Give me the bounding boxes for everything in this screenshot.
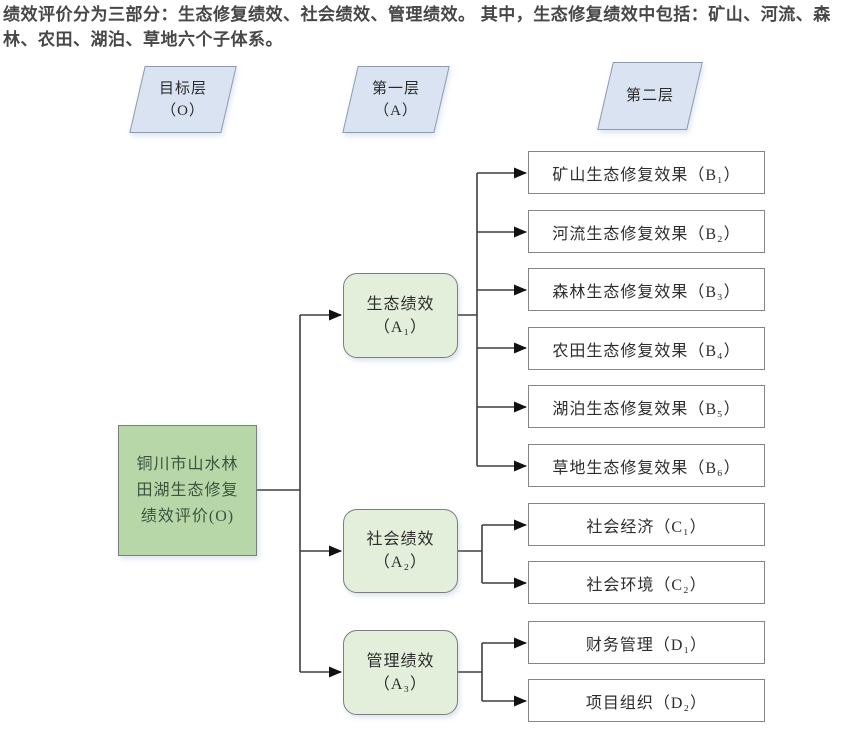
branch-code: （A₃） <box>373 675 428 693</box>
root-line: 田湖生态修复 <box>136 481 239 499</box>
intro-text: 绩效评价分为三部分：生态修复绩效、社会绩效、管理绩效。 其中，生态修复绩效中包括… <box>3 5 831 49</box>
branch-code: （A₁） <box>373 318 428 336</box>
layer-tag-first: 第一层 （A） <box>342 66 450 133</box>
node-A2: 社会绩效 （A₂） <box>343 509 458 593</box>
leaf-D2: 项目组织（D₂） <box>528 679 765 722</box>
leaf-D1: 财务管理（D₁） <box>528 621 765 664</box>
leaf-C1: 社会经济（C₁） <box>528 503 765 546</box>
layer-tag-text: 第一层 （A） <box>350 66 442 133</box>
leaf-B4: 农田生态修复效果（B₄） <box>528 327 765 370</box>
leaf-B2: 河流生态修复效果（B₂） <box>528 210 765 253</box>
leaf-B6: 草地生态修复效果（B₆） <box>528 444 765 487</box>
node-A1: 生态绩效 （A₁） <box>343 273 458 358</box>
root-line: 绩效评价(O) <box>140 507 235 525</box>
branch-title: 社会绩效 <box>366 531 435 548</box>
node-A3: 管理绩效 （A₃） <box>343 630 458 715</box>
layer-tag-text: 第二层 <box>605 62 695 130</box>
root-line: 铜川市山水林 <box>136 455 239 473</box>
layer-tag-second: 第二层 <box>597 62 703 130</box>
leaf-B3: 森林生态修复效果（B₃） <box>528 268 765 311</box>
leaf-B1: 矿山生态修复效果（B₁） <box>528 151 765 194</box>
branch-code: （A₂） <box>373 554 428 571</box>
layer-title: 第二层 <box>625 88 674 104</box>
leaf-B5: 湖泊生态修复效果（B₅） <box>528 385 765 428</box>
branch-title: 管理绩效 <box>366 652 435 670</box>
node-root: 铜川市山水林 田湖生态修复 绩效评价(O) <box>118 425 257 556</box>
layer-title: 目标层 <box>158 80 207 97</box>
layer-code: （A） <box>374 102 418 119</box>
branch-title: 生态绩效 <box>366 295 435 313</box>
layer-title: 第一层 <box>371 80 420 97</box>
leaf-C2: 社会环境（C₂） <box>528 561 765 604</box>
layer-tag-text: 目标层 （O） <box>137 66 229 133</box>
layer-code: （O） <box>161 102 205 119</box>
layer-tag-goal: 目标层 （O） <box>129 66 237 133</box>
